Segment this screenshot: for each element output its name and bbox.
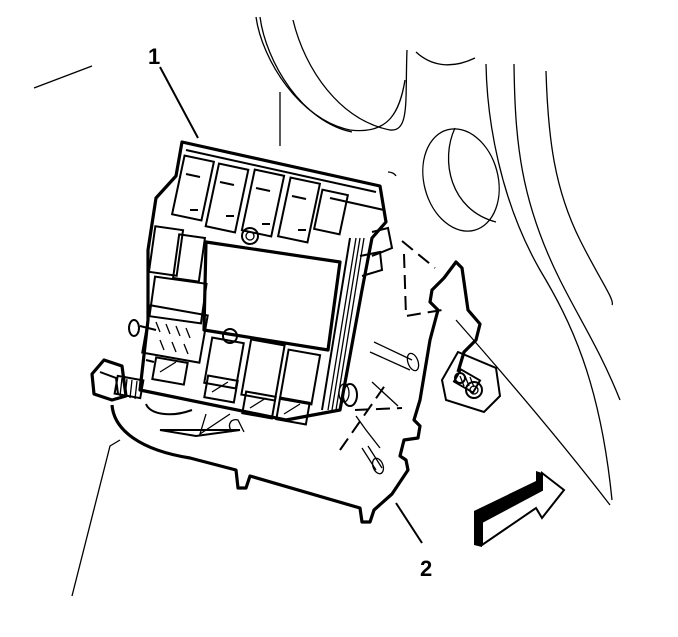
mounting-bracket bbox=[110, 260, 502, 524]
top-connectors bbox=[170, 154, 350, 244]
fuse-relay-block bbox=[128, 140, 394, 426]
alignment-lines bbox=[339, 240, 443, 451]
bottom-connectors bbox=[141, 304, 322, 426]
callout-2-label: 2 bbox=[420, 556, 433, 581]
mounting-bolt-left bbox=[90, 358, 145, 402]
body-panel-contours bbox=[33, 16, 621, 597]
callout-2-leader bbox=[395, 502, 423, 544]
view-direction-arrow-icon bbox=[474, 470, 566, 547]
callout-1-leader bbox=[159, 66, 199, 139]
left-connectors bbox=[139, 225, 208, 363]
callout-1-label: 1 bbox=[148, 44, 161, 69]
leader-lines bbox=[159, 66, 423, 544]
